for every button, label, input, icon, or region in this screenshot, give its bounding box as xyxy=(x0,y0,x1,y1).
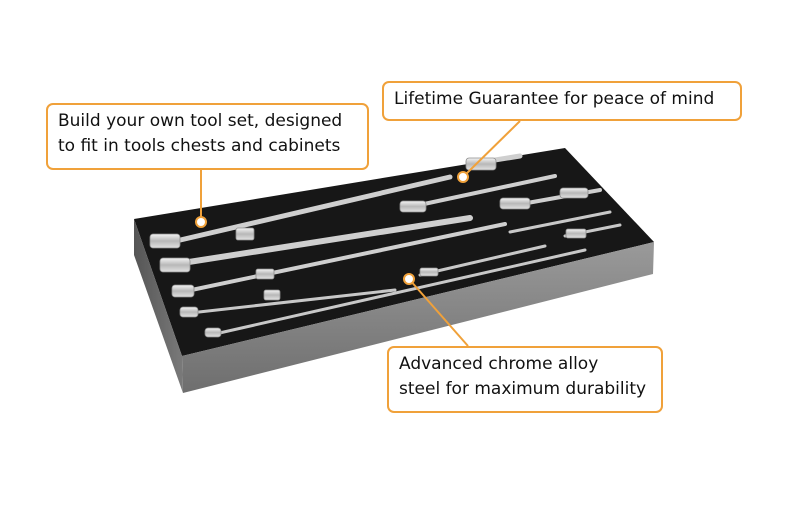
socket-end xyxy=(159,257,191,273)
extension-bar xyxy=(188,288,397,315)
foam-tray-left-end xyxy=(134,219,183,393)
callout-build-line1: Build your own tool set, designed xyxy=(58,111,343,131)
socket-end xyxy=(559,187,589,199)
socket-end xyxy=(263,289,281,301)
leader-line-lifetime xyxy=(462,120,521,178)
extension-bar xyxy=(508,210,612,234)
socket-end xyxy=(499,197,531,210)
callout-build-line2: to fit in tools chests and cabinets xyxy=(58,136,341,156)
leader-lines xyxy=(200,120,521,347)
extension-bar xyxy=(408,174,557,209)
leader-dots xyxy=(195,171,469,285)
callout-chrome-line2: steel for maximum durability xyxy=(399,379,647,399)
socket-end xyxy=(419,267,439,277)
callout-chrome-line1: Advanced chrome alloy xyxy=(399,354,599,374)
foam-tray-front-side xyxy=(182,242,654,393)
callout-chrome-alloy: Advanced chrome alloy steel for maximum … xyxy=(387,346,663,413)
extension-bar xyxy=(180,222,507,294)
socket-ends xyxy=(149,157,589,338)
socket-end xyxy=(179,306,199,318)
callout-build-your-own: Build your own tool set, designed to fit… xyxy=(46,103,369,170)
leader-dot xyxy=(403,273,415,285)
socket-end xyxy=(565,228,587,239)
socket-end xyxy=(255,268,275,280)
extension-bar xyxy=(213,248,587,336)
socket-end xyxy=(399,200,427,213)
socket-end xyxy=(204,327,222,338)
socket-end xyxy=(149,233,181,249)
callout-lifetime-text: Lifetime Guarantee for peace of mind xyxy=(394,89,715,109)
callout-lifetime-guarantee: Lifetime Guarantee for peace of mind xyxy=(382,81,742,121)
extension-bar xyxy=(418,244,547,277)
socket-end xyxy=(171,284,195,298)
leader-dot xyxy=(457,171,469,183)
extension-bar xyxy=(173,174,453,244)
extension-bar xyxy=(173,215,473,267)
leader-line-chrome xyxy=(408,278,469,347)
socket-end xyxy=(235,227,255,241)
leader-dot xyxy=(195,216,207,228)
